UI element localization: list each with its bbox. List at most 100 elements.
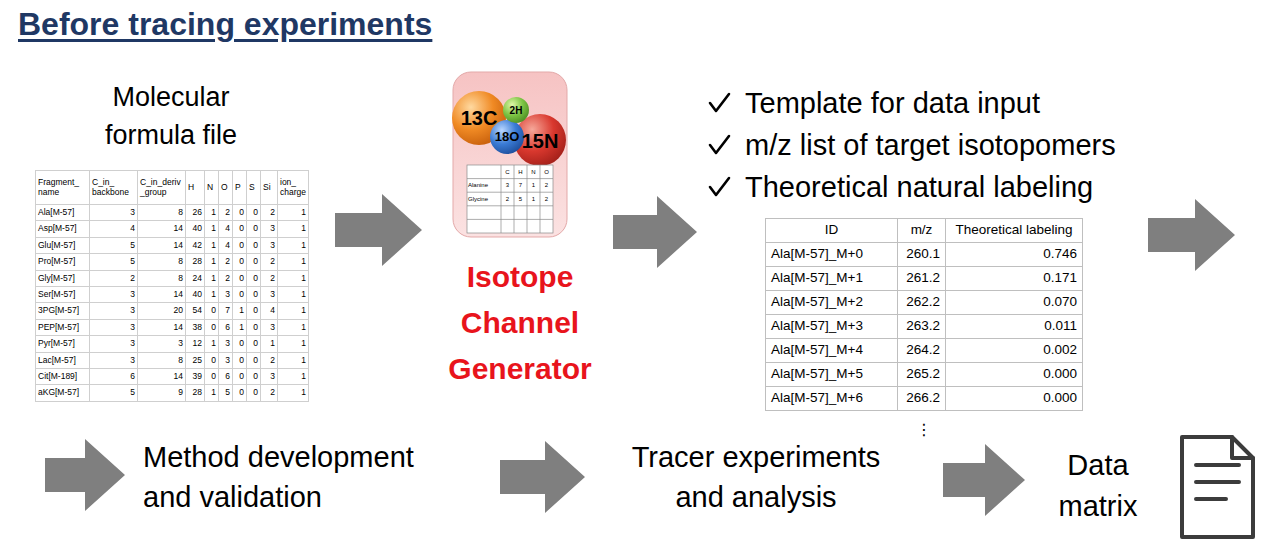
block-arrow [500,441,585,513]
formula-table-cell: 4 [260,302,278,319]
isotopomer-table-cell: 264.2 [897,338,946,363]
isotopomer-table-cell: 0.000 [945,362,1083,387]
formula-table-cell: 3 [260,220,278,237]
formula-table-cell: 0 [246,286,261,303]
icon-table-cell: 2 [540,192,553,206]
isotope-symbol: 2H [486,103,546,118]
formula-table-cell: 0 [246,270,261,287]
formula-table-cell: 8 [137,253,186,270]
formula-table-cell: N [204,170,219,205]
isotopomer-table-cell: Ala[M-57]_M+2 [765,290,898,315]
formula-table-cell: 0 [232,352,247,369]
formula-table-cell: 42 [185,237,205,254]
isotopomer-table-cell: 266.2 [897,386,946,411]
formula-table-cell: 2 [260,270,278,287]
formula-table-cell: 40 [185,286,205,303]
formula-table-cell: 1 [204,384,219,401]
list-item: Template for data input [745,82,1116,124]
formula-table-cell: 14 [137,286,186,303]
icon-table-cell: N [527,165,540,179]
formula-table-cell: O [218,170,233,205]
flow-arrow [335,194,422,266]
flow-arrow [500,441,585,513]
output-step: Data matrix [1043,445,1153,527]
icon-table-cell: H [514,165,527,179]
check-mark [710,136,729,153]
formula-table-cell: Ser[M-57] [35,286,90,303]
formula-table-cell: 54 [185,302,205,319]
icon-table-cell: 7 [514,179,527,193]
page-title: Before tracing experiments [18,6,432,43]
formula-table-cell: 1 [277,220,309,237]
isotopomer-table-cell: 262.2 [897,290,946,315]
formula-table-cell: 38 [185,319,205,336]
formula-table-cell: 25 [185,352,205,369]
formula-table-cell: 0 [246,204,261,221]
flow-arrow [45,199,1235,511]
list-item: Theoretical natural labeling [745,166,1116,208]
formula-table-cell: 0 [246,352,261,369]
workflow-step: Method development and validation [143,437,443,517]
isotopomer-table-cell: 0.000 [945,386,1083,411]
formula-table-cell: 1 [277,352,309,369]
document-fold [1232,437,1253,458]
step-label: Tracer experiments and analysis [606,437,906,517]
formula-table-cell: 2 [89,270,138,287]
isotopomer-table-cell: Ala[M-57]_M+3 [765,314,898,339]
software-step: Isotope Channel Generator [440,68,600,392]
formula-table-cell: 4 [218,220,233,237]
formula-table-cell: 1 [232,302,247,319]
formula-table-cell: 1 [204,237,219,254]
formula-table-cell: 0 [232,368,247,385]
icon-table-cell: C [501,165,514,179]
block-arrow [943,444,1025,516]
formula-table-cell: 0 [246,319,261,336]
isotopomer-table-cell: Ala[M-57]_M+5 [765,362,898,387]
icon-table-cell: Glycine [467,192,501,206]
isotopomer-table-cell: 0.171 [945,266,1083,291]
formula-table-cell: 1 [277,204,309,221]
check-marks [710,94,729,195]
isotopomer-table-cell: Ala[M-57]_M+0 [765,242,898,267]
formula-table-cell: 3 [89,319,138,336]
formula-table-cell: Ala[M-57] [35,204,90,221]
flow-arrow [613,196,697,268]
formula-table-cell: 1 [204,270,219,287]
block-arrow [613,196,697,268]
formula-table-cell: P [232,170,247,205]
formula-table-cell: 2 [260,204,278,221]
isotopomer-table-cell: Ala[M-57]_M+1 [765,266,898,291]
formula-table-cell: 0 [204,319,219,336]
formula-table-cell: Asp[M-57] [35,220,90,237]
app-icon [453,72,567,237]
formula-table-cell: 12 [185,335,205,352]
formula-table-cell: 9 [137,384,186,401]
formula-table-cell: 0 [246,237,261,254]
icon-table-lines [467,165,553,233]
formula-table-cell: 1 [204,286,219,303]
icon-table-cell: Alanine [467,179,501,193]
formula-table-cell: 5 [89,237,138,254]
formula-table-cell: 2 [260,384,278,401]
input-file-step: Molecular formula file [80,78,262,154]
formula-table-cell: 2 [260,352,278,369]
formula-table-cell: 0 [232,335,247,352]
formula-table-cell: 3 [218,335,233,352]
formula-table-cell: 2 [218,270,233,287]
icon-table-cell: 1 [527,179,540,193]
formula-table-cell: 3 [137,335,186,352]
formula-table-cell: 28 [185,253,205,270]
formula-table-cell: 3 [89,302,138,319]
formula-table-cell: 0 [246,302,261,319]
formula-table-cell: ion_ charge [277,170,309,205]
isotopomer-table-cell: 0.002 [945,338,1083,363]
formula-table-cell: 39 [185,368,205,385]
icon-table-cell: 3 [501,179,514,193]
document-icon [1182,437,1253,537]
icon-table-cell: 5 [514,192,527,206]
output-list: Template for data inputm/z list of targe… [712,82,1116,208]
isotopomer-table-cell: m/z [897,218,946,243]
check-mark [710,178,729,195]
